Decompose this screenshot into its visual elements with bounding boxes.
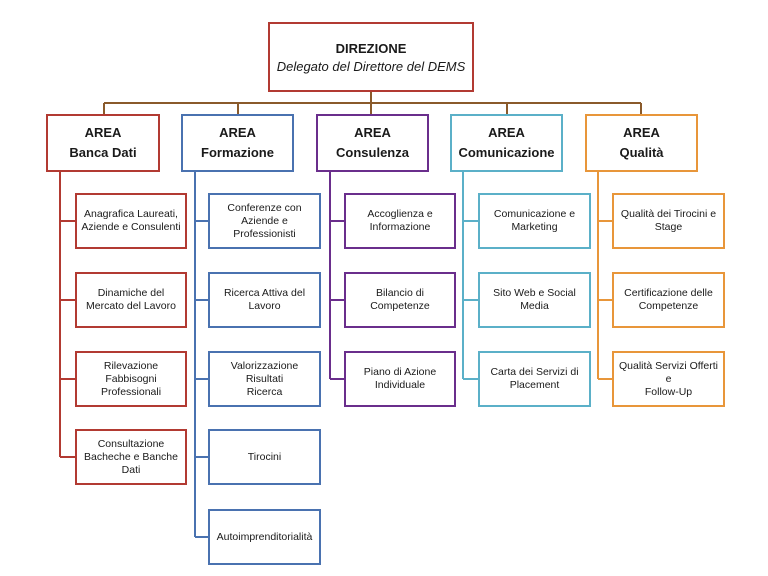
area-consulenza: AREA Consulenza xyxy=(316,114,429,172)
item-banca-dati-2: Dinamiche del Mercato del Lavoro xyxy=(75,272,187,328)
item-formazione-3: Valorizzazione Risultati Ricerca xyxy=(208,351,321,407)
area-formazione: AREA Formazione xyxy=(181,114,294,172)
direzione-title: DIREZIONE xyxy=(335,40,407,56)
item-comunicazione-2: Sito Web e Social Media xyxy=(478,272,591,328)
item-formazione-4: Tirocini xyxy=(208,429,321,485)
area-name: Comunicazione xyxy=(458,145,555,160)
area-name: Formazione xyxy=(201,145,274,160)
area-label: AREA xyxy=(623,125,660,140)
item-qualita-2: Certificazione delle Competenze xyxy=(612,272,725,328)
item-formazione-2: Ricerca Attiva del Lavoro xyxy=(208,272,321,328)
item-banca-dati-3: Rilevazione Fabbisogni Professionali xyxy=(75,351,187,407)
item-consulenza-3: Piano di Azione Individuale xyxy=(344,351,456,407)
area-label: AREA xyxy=(354,125,391,140)
item-qualita-3: Qualità Servizi Offerti e Follow-Up xyxy=(612,351,725,407)
item-comunicazione-1: Comunicazione e Marketing xyxy=(478,193,591,249)
area-banca-dati: AREA Banca Dati xyxy=(46,114,160,172)
area-name: Qualità xyxy=(619,145,664,160)
area-name: Banca Dati xyxy=(69,145,137,160)
item-consulenza-1: Accoglienza e Informazione xyxy=(344,193,456,249)
item-qualita-1: Qualità dei Tirocini e Stage xyxy=(612,193,725,249)
area-name: Consulenza xyxy=(336,145,409,160)
item-comunicazione-3: Carta dei Servizi di Placement xyxy=(478,351,591,407)
area-qualita: AREA Qualità xyxy=(585,114,698,172)
item-formazione-1: Conferenze con Aziende e Professionisti xyxy=(208,193,321,249)
direzione-box: DIREZIONE Delegato del Direttore del DEM… xyxy=(268,22,474,92)
direzione-subtitle: Delegato del Direttore del DEMS xyxy=(276,58,466,74)
area-label: AREA xyxy=(84,125,122,140)
item-consulenza-2: Bilancio di Competenze xyxy=(344,272,456,328)
area-label: AREA xyxy=(219,125,256,140)
item-formazione-5: Autoimprenditorialità xyxy=(208,509,321,565)
item-banca-dati-1: Anagrafica Laureati, Aziende e Consulent… xyxy=(75,193,187,249)
top-connectors xyxy=(103,92,642,114)
area-label: AREA xyxy=(488,125,525,140)
area-comunicazione: AREA Comunicazione xyxy=(450,114,563,172)
branch-connectors xyxy=(59,172,612,538)
item-banca-dati-4: Consultazione Bacheche e Banche Dati xyxy=(75,429,187,485)
